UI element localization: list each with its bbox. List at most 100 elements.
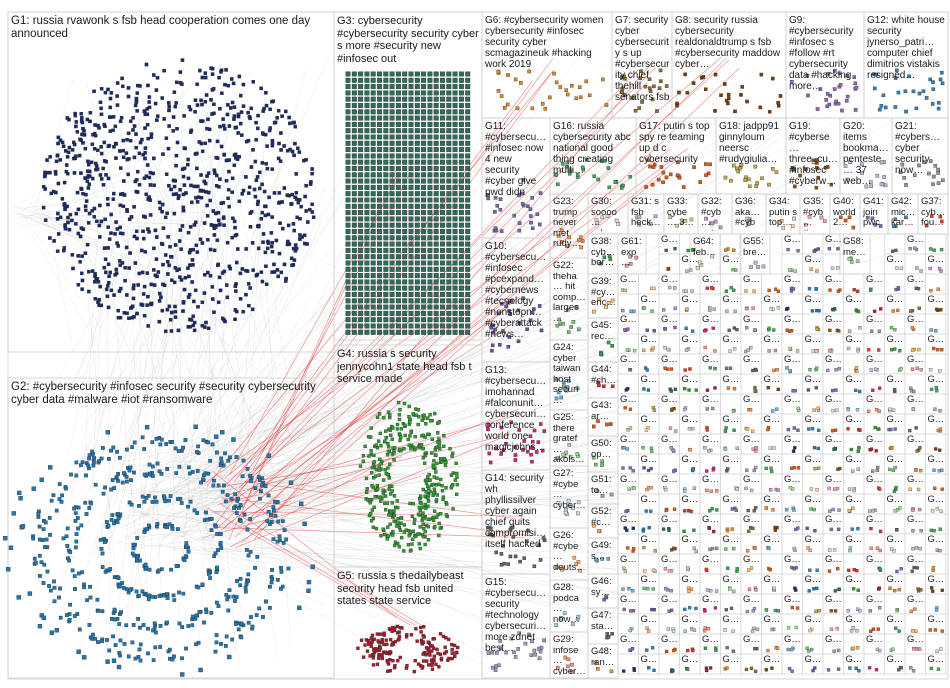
node [215, 566, 218, 569]
node [56, 217, 59, 220]
node [162, 227, 165, 230]
node [194, 425, 198, 429]
node [421, 229, 426, 234]
node [365, 299, 370, 304]
node [753, 647, 756, 650]
node [936, 650, 939, 653]
node [156, 76, 159, 79]
node [465, 317, 470, 322]
node [428, 267, 433, 272]
node [390, 198, 395, 203]
node [143, 314, 146, 317]
node [89, 111, 92, 114]
node [814, 467, 817, 470]
node [346, 91, 351, 96]
node [352, 273, 357, 278]
node [421, 292, 426, 297]
node [211, 285, 214, 288]
node [869, 527, 872, 530]
node [182, 175, 185, 178]
node [440, 128, 445, 133]
node [234, 289, 237, 292]
node [127, 95, 130, 98]
node [384, 135, 389, 140]
tiny-group-cell [926, 514, 947, 534]
node [440, 110, 445, 115]
node [246, 111, 249, 114]
node [87, 290, 90, 293]
node [434, 147, 439, 152]
node [670, 589, 673, 592]
node [170, 255, 173, 258]
node [149, 183, 152, 186]
node [203, 273, 206, 276]
node [377, 311, 382, 316]
node [409, 223, 414, 228]
node [789, 486, 792, 489]
node [346, 254, 351, 259]
node [171, 527, 174, 530]
node [687, 587, 690, 590]
node [215, 156, 218, 159]
node [836, 487, 839, 490]
node [428, 97, 433, 102]
node [74, 519, 77, 522]
node [709, 589, 712, 592]
node [162, 594, 165, 597]
node [377, 324, 382, 329]
node [712, 327, 715, 330]
node [365, 78, 370, 83]
node [772, 446, 775, 449]
node [256, 114, 259, 117]
node [76, 191, 79, 194]
node [828, 487, 831, 490]
node [257, 225, 260, 228]
node [371, 147, 376, 152]
node [71, 267, 74, 270]
node [140, 138, 143, 141]
node [434, 110, 439, 115]
node [747, 530, 750, 533]
node [870, 369, 873, 372]
node [748, 588, 751, 591]
node [916, 449, 919, 452]
node [168, 105, 171, 108]
node [415, 160, 420, 165]
node [129, 120, 132, 123]
node [188, 264, 191, 267]
node [132, 284, 135, 287]
node [390, 122, 395, 127]
node [212, 224, 215, 227]
node [100, 107, 103, 110]
node [225, 179, 228, 182]
node [453, 128, 458, 133]
node [346, 223, 351, 228]
node [244, 586, 247, 589]
node [176, 497, 179, 500]
node [384, 185, 389, 190]
node [143, 177, 146, 180]
node [415, 242, 420, 247]
node [917, 287, 920, 290]
node [434, 242, 439, 247]
node [633, 487, 636, 490]
node [88, 506, 91, 509]
node [793, 547, 796, 550]
node [836, 567, 839, 570]
node [621, 309, 624, 312]
node [56, 212, 59, 215]
node [346, 261, 351, 266]
node [685, 349, 688, 352]
node [453, 103, 458, 108]
node [384, 154, 389, 159]
node [409, 305, 414, 310]
node [230, 77, 233, 80]
node [878, 387, 881, 390]
node [268, 522, 271, 525]
node [777, 489, 780, 492]
node [206, 214, 209, 217]
node [229, 106, 232, 109]
node [876, 466, 879, 469]
node [726, 567, 729, 570]
node [112, 611, 115, 614]
